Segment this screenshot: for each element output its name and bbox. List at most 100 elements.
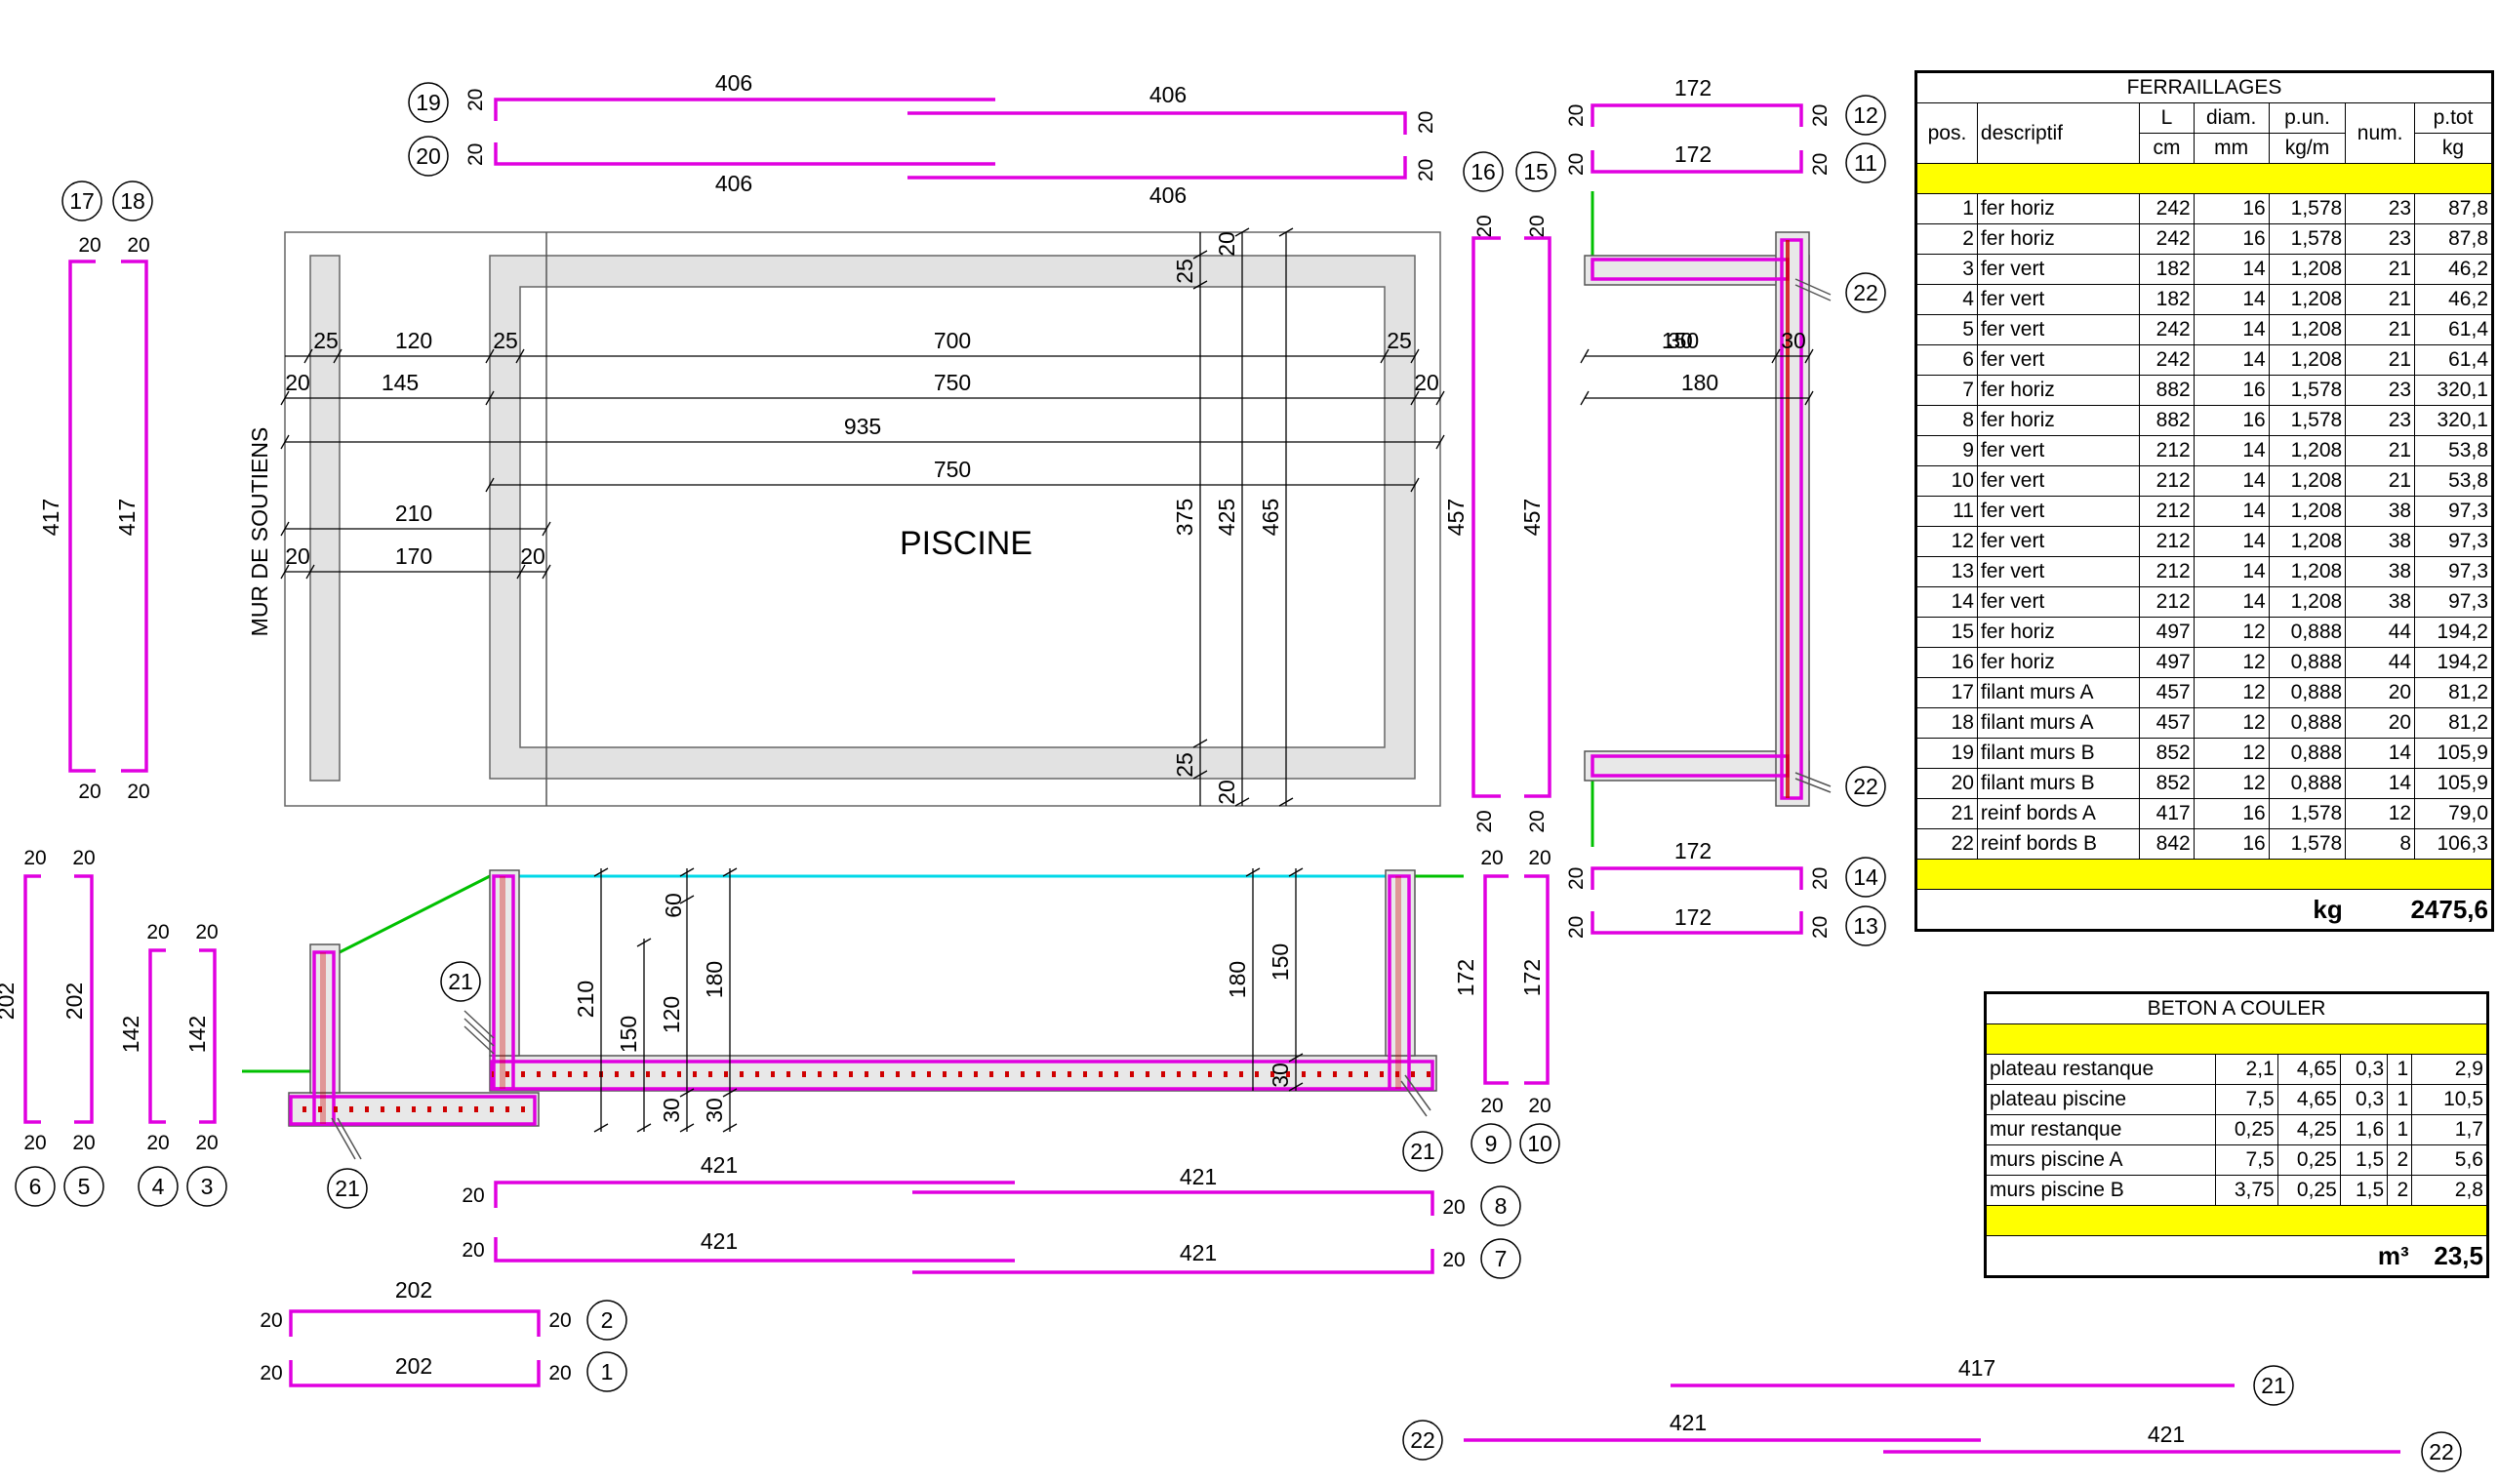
svg-text:202: 202 [395, 1277, 432, 1303]
svg-text:4: 4 [152, 1174, 165, 1199]
pos-marker-5 [63, 1166, 104, 1207]
svg-text:406: 406 [715, 70, 752, 96]
svg-text:417: 417 [38, 499, 63, 536]
svg-text:20: 20 [464, 143, 487, 166]
svg-text:30: 30 [1668, 328, 1693, 353]
cell-n: 2 [2387, 1144, 2413, 1176]
cell-diam: 16 [2193, 223, 2270, 255]
cell-pos: 16 [1915, 647, 1978, 678]
cell-v: 5,6 [2411, 1144, 2488, 1176]
cell-pun: 1,208 [2268, 496, 2347, 527]
plan-dimensions [280, 227, 1445, 807]
svg-text:20: 20 [1565, 104, 1588, 127]
bar-9: 20 172 20 9 [1453, 847, 1511, 1164]
cell-pun: 1,578 [2268, 223, 2347, 255]
cell-pun: 1,208 [2268, 314, 2347, 345]
wall-label: MUR DE SOUTIENS [247, 427, 272, 637]
cell-diam: 12 [2193, 738, 2270, 769]
svg-text:21: 21 [335, 1176, 360, 1201]
svg-text:202: 202 [0, 983, 19, 1020]
cell-pos: 19 [1915, 738, 1978, 769]
cell-pun: 1,208 [2268, 556, 2347, 587]
svg-text:17: 17 [69, 188, 95, 214]
cell-b: 4,65 [2276, 1054, 2341, 1085]
cell-pos: 4 [1915, 284, 1978, 315]
pos-marker-12 [1845, 95, 1886, 136]
svg-text:20: 20 [462, 1184, 484, 1207]
svg-text:20: 20 [1565, 867, 1588, 890]
bar-19: 19 20 406 406 20 [408, 70, 1437, 135]
cell-diam: 14 [2193, 556, 2270, 587]
cell-pun: 1,208 [2268, 586, 2347, 618]
cell-diam: 14 [2193, 254, 2270, 285]
total-unit: m³ [1984, 1235, 2412, 1277]
svg-text:20: 20 [72, 1132, 95, 1154]
svg-text:421: 421 [1180, 1164, 1217, 1189]
svg-text:120: 120 [659, 996, 684, 1033]
cell-c: 0,3 [2339, 1084, 2389, 1115]
svg-text:417: 417 [114, 499, 140, 536]
svg-text:170: 170 [395, 543, 432, 569]
bar-21: 417 21 [1671, 1355, 2294, 1406]
cell-ptot: 46,2 [2414, 254, 2493, 285]
cell-diam: 16 [2193, 405, 2270, 436]
pool-basin [519, 286, 1386, 748]
cell-pun: 1,208 [2268, 284, 2347, 315]
cell-num: 12 [2345, 798, 2416, 829]
cell-ptot: 46,2 [2414, 284, 2493, 315]
svg-text:202: 202 [395, 1353, 432, 1379]
cell-diam: 14 [2193, 344, 2270, 376]
svg-text:142: 142 [118, 1016, 143, 1053]
cell-b: 0,25 [2276, 1144, 2341, 1176]
cell-diam: 12 [2193, 647, 2270, 678]
cell-L: 842 [2139, 828, 2195, 860]
svg-text:20: 20 [1473, 215, 1496, 237]
svg-text:750: 750 [934, 370, 971, 395]
svg-text:20: 20 [416, 143, 441, 169]
svg-text:20: 20 [78, 781, 101, 803]
col-L: L [2139, 102, 2195, 134]
marker-21-section-right: 21 [1402, 1131, 1443, 1172]
svg-text:20: 20 [520, 543, 545, 569]
pos-marker-4 [138, 1166, 179, 1207]
svg-text:15: 15 [1523, 159, 1549, 184]
cell-desc: reinf bords A [1976, 798, 2141, 829]
cell-L: 212 [2139, 465, 2195, 497]
cell-pos: 15 [1915, 617, 1978, 648]
dim-30-right: 30 [1781, 328, 1806, 353]
cell-ptot: 87,8 [2414, 193, 2493, 224]
svg-text:406: 406 [715, 171, 752, 196]
cell-ptot: 97,3 [2414, 556, 2493, 587]
cell-num: 21 [2345, 254, 2416, 285]
cell-ptot: 87,8 [2414, 223, 2493, 255]
svg-text:20: 20 [548, 1362, 571, 1384]
cell-diam: 14 [2193, 314, 2270, 345]
cell-desc: fer vert [1976, 496, 2141, 527]
cell-desc: filant murs B [1976, 768, 2141, 799]
cell-num: 21 [2345, 465, 2416, 497]
svg-text:20: 20 [195, 1132, 218, 1154]
svg-text:8: 8 [1495, 1193, 1508, 1219]
svg-text:202: 202 [61, 983, 87, 1020]
svg-text:421: 421 [1670, 1410, 1707, 1435]
cell-pos: 8 [1915, 405, 1978, 436]
pos-marker-17 [61, 180, 102, 221]
cell-pos: 18 [1915, 707, 1978, 739]
cell-L: 212 [2139, 496, 2195, 527]
svg-text:25: 25 [493, 328, 518, 353]
cell-pos: 12 [1915, 526, 1978, 557]
svg-text:20: 20 [285, 370, 310, 395]
cell-desc: fer horiz [1976, 193, 2141, 224]
cell-L: 457 [2139, 707, 2195, 739]
svg-text:20: 20 [1480, 847, 1503, 869]
ferraillages-table: FERRAILLAGES pos. descriptif L diam. p.u… [1914, 70, 2494, 932]
